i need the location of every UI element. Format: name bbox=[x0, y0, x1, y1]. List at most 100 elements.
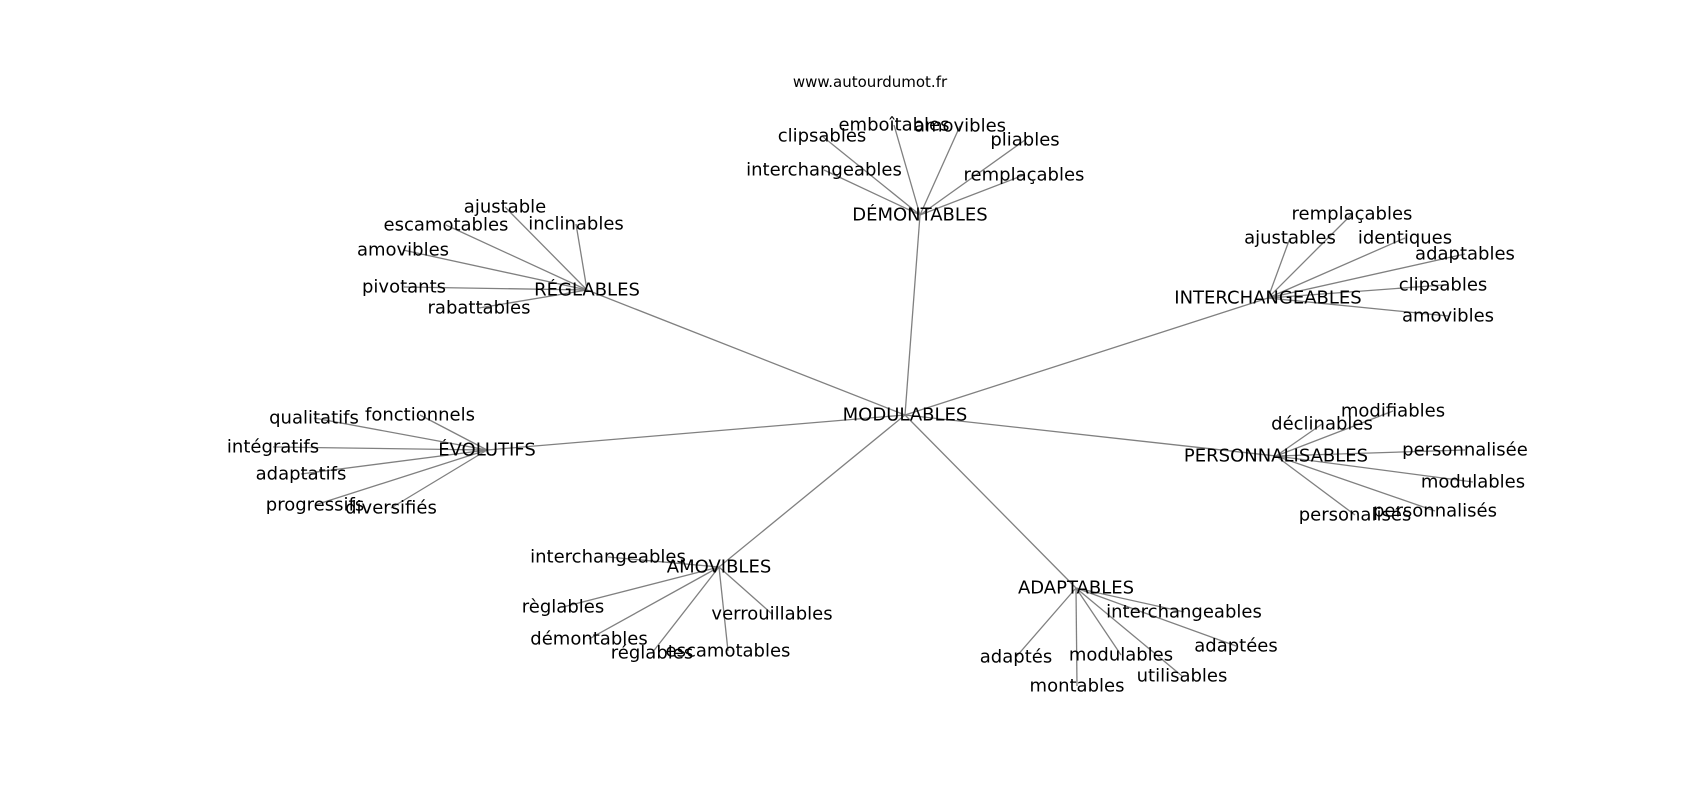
edge-hub-to-leaf bbox=[1275, 455, 1474, 483]
edge-center-to-hub bbox=[904, 414, 1077, 589]
leaf-node: rabattables bbox=[428, 298, 531, 319]
edge-center-to-hub bbox=[904, 214, 921, 416]
edge-hub-to-leaf bbox=[562, 566, 720, 608]
edge-center-to-hub bbox=[904, 414, 1277, 457]
leaf-node: réglables bbox=[611, 643, 693, 664]
edge-hub-to-leaf bbox=[821, 135, 921, 216]
edge-center-to-hub bbox=[904, 297, 1269, 416]
edge-hub-to-leaf bbox=[1075, 587, 1237, 647]
hub-node: ADAPTABLES bbox=[1018, 578, 1134, 599]
leaf-node: escamotables bbox=[384, 215, 509, 236]
hub-node: INTERCHANGEABLES bbox=[1174, 288, 1361, 309]
edge-center-to-hub bbox=[586, 289, 906, 416]
leaf-node: clipsables bbox=[778, 126, 867, 147]
leaf-node: identiques bbox=[1358, 228, 1452, 249]
leaf-node: interchangeables bbox=[1106, 602, 1262, 623]
leaf-node: interchangeables bbox=[746, 160, 902, 181]
edge-hub-to-leaf bbox=[313, 417, 488, 451]
edge-hub-to-leaf bbox=[919, 125, 961, 216]
edges bbox=[272, 124, 1474, 687]
leaf-node: diversifiés bbox=[345, 498, 437, 519]
edge-center-to-hub bbox=[718, 414, 906, 568]
leaf-node: amovibles bbox=[914, 116, 1006, 137]
leaf-node: progressifs bbox=[266, 495, 364, 516]
edge-hub-to-leaf bbox=[1275, 423, 1323, 457]
leaf-node: amovibles bbox=[357, 240, 449, 261]
edge-hub-to-leaf bbox=[718, 566, 773, 615]
hub-node: DÉMONTABLES bbox=[852, 204, 987, 226]
edge-hub-to-leaf bbox=[919, 139, 1026, 216]
leaf-node: modulables bbox=[1421, 472, 1525, 493]
labels: MODULABLESDÉMONTABLESemboîtablesamovible… bbox=[227, 115, 1528, 697]
edge-hub-to-leaf bbox=[919, 174, 1025, 216]
edge-hub-to-leaf bbox=[402, 249, 588, 291]
edge-hub-to-leaf bbox=[651, 566, 720, 654]
hub-node: ÉVOLUTIFS bbox=[438, 439, 536, 461]
leaf-node: emboîtables bbox=[838, 115, 949, 136]
leaf-node: modifiables bbox=[1341, 401, 1445, 422]
hub-node: AMOVIBLES bbox=[667, 557, 772, 578]
edge-hub-to-leaf bbox=[1267, 253, 1466, 299]
edge-hub-to-leaf bbox=[403, 286, 588, 291]
edge-hub-to-leaf bbox=[478, 289, 588, 309]
edge-hub-to-leaf bbox=[607, 556, 720, 568]
edge-hub-to-leaf bbox=[718, 566, 729, 652]
leaf-node: escamotables bbox=[666, 641, 791, 662]
hub-node: PERSONNALISABLES bbox=[1184, 446, 1368, 467]
leaf-node: modulables bbox=[1069, 645, 1173, 666]
edge-hub-to-leaf bbox=[1267, 237, 1406, 299]
edge-hub-to-leaf bbox=[588, 566, 720, 640]
edge-hub-to-leaf bbox=[272, 446, 488, 451]
source-credit: www.autourdumot.fr bbox=[793, 73, 948, 91]
leaf-node: interchangeables bbox=[530, 547, 686, 568]
leaf-node: remplaçables bbox=[964, 165, 1085, 186]
leaf-node: adaptables bbox=[1415, 244, 1515, 265]
edge-hub-to-leaf bbox=[1267, 297, 1449, 317]
edge-hub-to-leaf bbox=[1275, 455, 1356, 516]
edge-hub-to-leaf bbox=[419, 414, 488, 451]
leaf-node: montables bbox=[1030, 676, 1125, 697]
leaf-node: adaptés bbox=[980, 647, 1052, 668]
leaf-node: clipsables bbox=[1399, 275, 1488, 296]
leaf-node: ajustable bbox=[464, 197, 546, 218]
edge-hub-to-leaf bbox=[300, 449, 488, 475]
edge-hub-to-leaf bbox=[1267, 237, 1291, 299]
leaf-node: inclinables bbox=[528, 214, 624, 235]
edge-hub-to-leaf bbox=[1015, 587, 1077, 658]
leaf-node: verrouillables bbox=[711, 604, 832, 625]
leaf-node: pivotants bbox=[362, 277, 446, 298]
leaf-node: adaptées bbox=[1194, 636, 1278, 657]
edge-hub-to-leaf bbox=[390, 449, 488, 509]
leaf-node: fonctionnels bbox=[365, 405, 475, 426]
edge-hub-to-leaf bbox=[1075, 587, 1122, 656]
edge-hub-to-leaf bbox=[1275, 410, 1394, 457]
leaf-node: personnalisée bbox=[1402, 440, 1528, 461]
leaf-node: déclinables bbox=[1271, 414, 1373, 435]
leaf-node: amovibles bbox=[1402, 306, 1494, 327]
hub-node: RÉGLABLES bbox=[534, 279, 640, 301]
leaf-node: règlables bbox=[522, 597, 604, 618]
leaf-node: utilisables bbox=[1137, 666, 1228, 687]
leaf-node: qualitatifs bbox=[269, 408, 359, 429]
edge-hub-to-leaf bbox=[893, 124, 921, 216]
leaf-node: ajustables bbox=[1244, 228, 1336, 249]
leaf-node: démontables bbox=[530, 629, 647, 650]
leaf-node: adaptatifs bbox=[256, 464, 347, 485]
edge-hub-to-leaf bbox=[504, 206, 588, 291]
edge-hub-to-leaf bbox=[575, 223, 588, 291]
leaf-node: personalisés bbox=[1299, 505, 1412, 526]
edge-hub-to-leaf bbox=[823, 169, 921, 216]
edge-hub-to-leaf bbox=[1075, 587, 1078, 687]
leaf-node: pliables bbox=[990, 130, 1059, 151]
edge-hub-to-leaf bbox=[314, 449, 488, 506]
edge-hub-to-leaf bbox=[1275, 449, 1466, 457]
edge-hub-to-leaf bbox=[1075, 587, 1185, 613]
leaf-node: remplaçables bbox=[1292, 204, 1413, 225]
edge-hub-to-leaf bbox=[445, 224, 588, 291]
edge-hub-to-leaf bbox=[1275, 455, 1436, 512]
edge-hub-to-leaf bbox=[1267, 213, 1353, 299]
edge-hub-to-leaf bbox=[1267, 284, 1444, 299]
leaf-node: personnalisés bbox=[1373, 501, 1497, 522]
edge-center-to-hub bbox=[486, 414, 906, 451]
